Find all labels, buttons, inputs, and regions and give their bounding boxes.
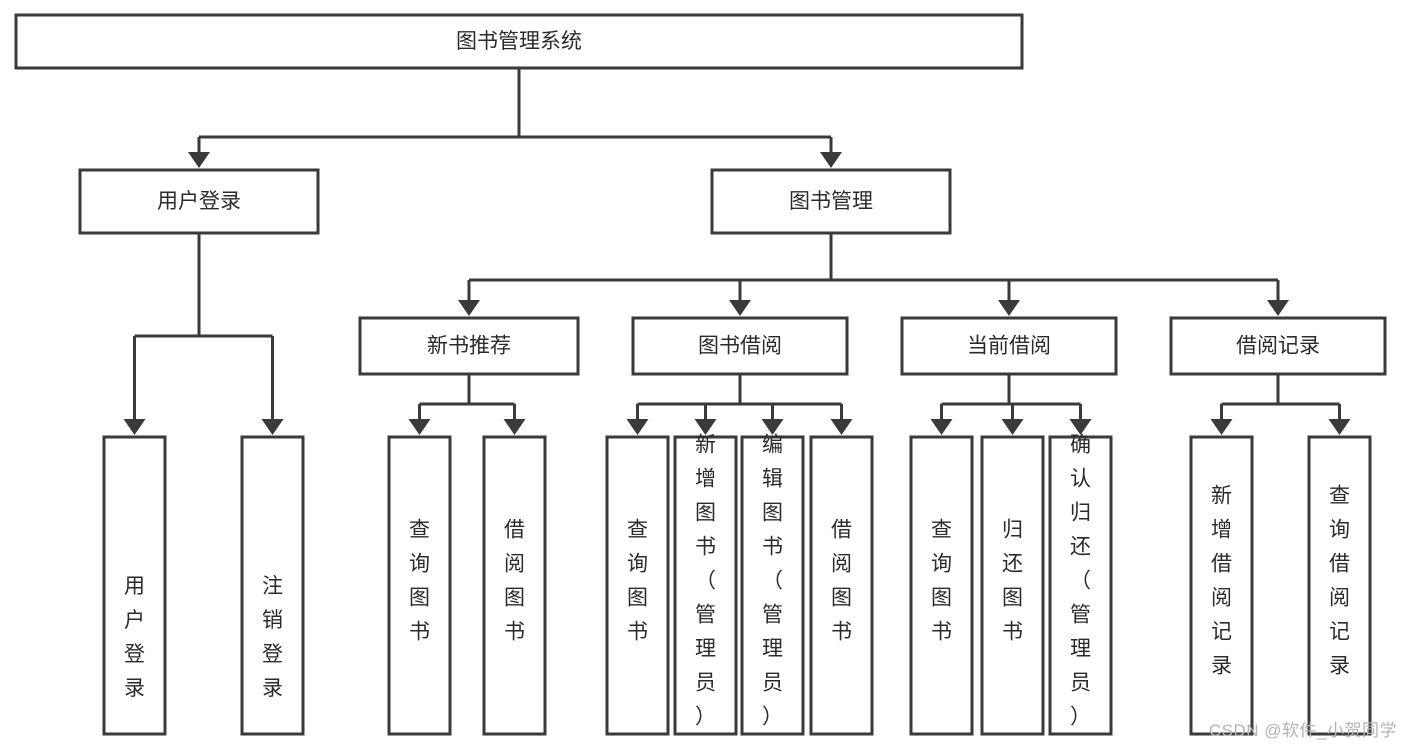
node-box-br-query-record <box>1307 435 1372 736</box>
node-box-user-login <box>78 168 320 235</box>
node-box-bb-add-book <box>673 435 738 736</box>
arrowhead-icon <box>1267 300 1289 316</box>
node-box-book-borrow <box>631 316 849 376</box>
node-bb-query-book[interactable]: 查询图书 <box>605 435 670 736</box>
node-label-user-login-logout: 注销登录 <box>262 575 283 700</box>
node-box-borrow-records <box>1169 316 1387 376</box>
node-cb-confirm-return[interactable]: 确认归还（管理员） <box>1048 434 1113 736</box>
node-current-borrow[interactable]: 当前借阅 <box>900 316 1118 376</box>
node-label-br-add-record: 新增借阅记录 <box>1211 485 1232 678</box>
node-box-cb-query-book <box>909 435 974 736</box>
node-bb-edit-book[interactable]: 编辑图书（管理员） <box>740 434 805 736</box>
arrowhead-icon <box>1328 419 1351 435</box>
arrowhead-icon <box>761 419 784 435</box>
node-label-borrow-records: 借阅记录 <box>1236 335 1320 358</box>
node-user-login-logout[interactable]: 注销登录 <box>240 435 305 736</box>
node-new-book-recommend[interactable]: 新书推荐 <box>358 316 580 376</box>
node-br-add-record[interactable]: 新增借阅记录 <box>1189 435 1254 736</box>
node-user-login-login[interactable]: 用户登录 <box>102 435 167 736</box>
connector-cb-to-leaves <box>930 374 1092 435</box>
arrowhead-icon <box>820 152 842 168</box>
node-box-new-book-recommend <box>358 316 580 376</box>
node-label-bb-add-book: 新增图书（管理员） <box>695 434 716 729</box>
connector-bb-to-leaves <box>626 374 853 435</box>
arrowhead-icon <box>830 419 853 435</box>
node-root[interactable]: 图书管理系统 <box>14 13 1024 70</box>
connector-root-to-level1 <box>188 68 842 168</box>
node-box-nbr-borrow-book <box>482 435 547 736</box>
connector-br-to-leaves <box>1210 374 1351 435</box>
node-box-user-login-login <box>102 435 167 736</box>
node-box-cb-return-book <box>980 435 1045 736</box>
node-box-book-manage <box>710 168 952 235</box>
arrowhead-icon <box>930 419 953 435</box>
node-box-nbr-query-book <box>387 435 452 736</box>
node-book-borrow[interactable]: 图书借阅 <box>631 316 849 376</box>
connector-layer <box>123 68 1351 435</box>
arrowhead-icon <box>188 152 210 168</box>
node-label-user-login-login: 用户登录 <box>124 575 145 700</box>
arrowhead-icon <box>408 419 431 435</box>
arrowhead-icon <box>1001 419 1024 435</box>
node-label-book-manage: 图书管理 <box>789 190 873 213</box>
node-label-cb-query-book: 查询图书 <box>931 519 952 644</box>
node-br-query-record[interactable]: 查询借阅记录 <box>1307 435 1372 736</box>
arrowhead-icon <box>503 419 526 435</box>
arrowhead-icon <box>694 419 717 435</box>
node-box-bb-borrow-book <box>809 435 874 736</box>
node-nbr-borrow-book[interactable]: 借阅图书 <box>482 435 547 736</box>
node-label-user-login: 用户登录 <box>157 190 241 213</box>
node-label-nbr-query-book: 查询图书 <box>409 519 430 644</box>
arrowhead-icon <box>729 300 751 316</box>
node-box-cb-confirm-return <box>1048 435 1113 736</box>
connector-userlogin-to-leaves <box>123 233 284 435</box>
node-label-nbr-borrow-book: 借阅图书 <box>504 519 525 644</box>
node-bb-borrow-book[interactable]: 借阅图书 <box>809 435 874 736</box>
node-box-bb-query-book <box>605 435 670 736</box>
node-box-root <box>14 13 1024 70</box>
node-label-cb-return-book: 归还图书 <box>1002 519 1023 644</box>
node-label-cb-confirm-return: 确认归还（管理员） <box>1070 434 1091 729</box>
node-label-bb-borrow-book: 借阅图书 <box>831 519 852 644</box>
node-cb-query-book[interactable]: 查询图书 <box>909 435 974 736</box>
arrowhead-icon <box>1210 419 1233 435</box>
node-label-book-borrow: 图书借阅 <box>698 335 782 358</box>
arrowhead-icon <box>1069 419 1092 435</box>
node-nbr-query-book[interactable]: 查询图书 <box>387 435 452 736</box>
node-label-root: 图书管理系统 <box>456 30 582 53</box>
node-layer: 图书管理系统用户登录用户登录注销登录图书管理新书推荐查询图书借阅图书图书借阅查询… <box>14 13 1387 736</box>
node-user-login[interactable]: 用户登录 <box>78 168 320 235</box>
arrowhead-icon <box>458 300 480 316</box>
connector-bookmanage-to-level2 <box>458 233 1289 316</box>
node-box-current-borrow <box>900 316 1118 376</box>
node-book-manage[interactable]: 图书管理 <box>710 168 952 235</box>
node-label-bb-query-book: 查询图书 <box>627 519 648 644</box>
node-cb-return-book[interactable]: 归还图书 <box>980 435 1045 736</box>
node-bb-add-book[interactable]: 新增图书（管理员） <box>673 434 738 736</box>
node-label-bb-edit-book: 编辑图书（管理员） <box>762 434 783 729</box>
node-box-br-add-record <box>1189 435 1254 736</box>
arrowhead-icon <box>123 419 146 435</box>
node-label-new-book-recommend: 新书推荐 <box>427 335 511 358</box>
node-box-user-login-logout <box>240 435 305 736</box>
connector-nbr-to-leaves <box>408 374 526 435</box>
node-box-bb-edit-book <box>740 435 805 736</box>
arrowhead-icon <box>626 419 649 435</box>
node-label-br-query-record: 查询借阅记录 <box>1329 485 1350 678</box>
arrowhead-icon <box>998 300 1020 316</box>
node-borrow-records[interactable]: 借阅记录 <box>1169 316 1387 376</box>
arrowhead-icon <box>261 419 284 435</box>
node-label-current-borrow: 当前借阅 <box>967 335 1051 358</box>
